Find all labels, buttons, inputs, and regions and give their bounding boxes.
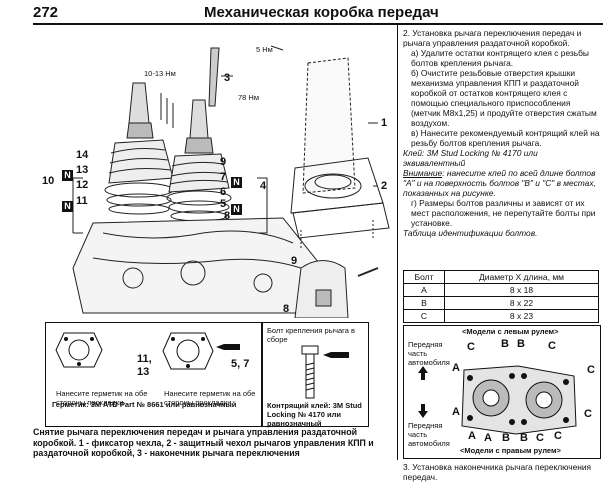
n-badge: N	[62, 165, 73, 183]
callout-8-detail: 8	[283, 303, 290, 315]
table-cell-size: 8 x 22	[444, 296, 599, 310]
warning: Внимание: нанесите клей по всей длине бо…	[403, 168, 601, 198]
warning-body: : нанесите клей по всей длине болтов "А"…	[403, 168, 596, 198]
bolt-letter: A	[452, 362, 460, 374]
figure-caption: Снятие рычага переключения передач и рыч…	[33, 427, 374, 458]
bolt-letter: B	[520, 432, 528, 444]
step-2b: б) Очистите резьбовые отверстия крышки м…	[411, 68, 597, 128]
gasket-sealant-spec: Герметик: 3M ATD Part № 8661 или равнозн…	[52, 400, 237, 409]
callout-11-inset: 11,	[137, 353, 152, 365]
gasket-inset: 11, 13 5, 7 Нанесите герметик на обе сто…	[45, 322, 262, 427]
bolt-table: Болт Диаметр X длина, мм A 8 x 18 B 8 x …	[403, 270, 599, 323]
column-divider	[397, 24, 398, 460]
table-cell-size: 8 x 23	[444, 309, 599, 323]
front-label-bottom: Передняя часть автомобиля	[408, 421, 450, 448]
gasket-left-icon	[55, 332, 103, 368]
callout-12: 12	[76, 179, 89, 191]
bolt-location-figure: <Модели с левым рулем> Передняя часть ав…	[403, 325, 601, 459]
bolt-letter: A	[484, 432, 492, 444]
bolt-letter: C	[584, 408, 592, 420]
step-2a: а) Удалите остатки контрящего клея с рез…	[411, 48, 589, 68]
sealant-tube-icon	[216, 344, 240, 350]
table-cell-bolt: B	[403, 296, 445, 310]
lhd-label: <Модели с левым рулем>	[462, 327, 559, 336]
bolt-label: Болт крепления рычага в сборе	[267, 326, 355, 344]
bolt-letter: A	[468, 430, 476, 442]
table-header-row: Болт Диаметр X длина, мм	[403, 270, 599, 284]
callout-8: 8	[224, 210, 231, 222]
table-row: A 8 x 18	[403, 283, 599, 297]
table-cell-size: 8 x 18	[444, 283, 599, 297]
rhd-label: <Модели с правым рулем>	[460, 446, 561, 455]
callout-5-7-inset: 5, 7	[231, 358, 250, 370]
callout-6: 6	[220, 186, 227, 198]
bolt-letter: C	[467, 341, 475, 353]
step-2v: в) Нанесите рекомендуемый контрящий клей…	[411, 128, 600, 148]
callout-13: 13	[76, 164, 89, 176]
bolt-letter: C	[548, 340, 556, 352]
step-2g: г) Размеры болтов различны и зависят от …	[411, 198, 596, 228]
n-badge: N	[231, 199, 242, 217]
bolt-icon	[301, 345, 319, 399]
right-text-block: 2. Установка рычага переключения передач…	[403, 28, 601, 238]
callout-4: 4	[260, 180, 267, 192]
arrow-down-icon	[418, 404, 428, 418]
callout-14: 14	[76, 149, 89, 161]
table-row: B 8 x 22	[403, 296, 599, 310]
bolt-letter: C	[536, 432, 544, 444]
glue-spec: Клей: 3M Stud Locking № 4170 или эквивал…	[403, 148, 538, 168]
bolt-plate-drawing	[461, 365, 577, 435]
page-title: Механическая коробка передач	[204, 4, 439, 21]
n-badge: N	[62, 196, 73, 214]
warning-head: Внимание	[403, 168, 443, 178]
gearshift-exploded-diagram	[72, 45, 390, 318]
table-cell-bolt: A	[403, 283, 445, 297]
glue-tube-icon	[323, 352, 349, 358]
bolt-letter: C	[587, 364, 595, 376]
bolt-letter: C	[554, 430, 562, 442]
bolt-glue-spec: Контрящий клей: 3M Stud Locking № 4170 и…	[267, 401, 362, 428]
header-rule	[33, 23, 603, 25]
bolt-letter: A	[452, 406, 460, 418]
page-number: 272	[33, 4, 59, 21]
gasket-note-left: Нанесите герметик на обе стороны проклад…	[56, 389, 148, 407]
bolt-letter: B	[502, 432, 510, 444]
table-header-size: Диаметр X длина, мм	[444, 270, 599, 284]
torque-label-1: 10-13 Нм	[144, 69, 176, 78]
arrow-up-icon	[418, 366, 428, 380]
callout-9: 9	[220, 156, 227, 168]
bolt-letter: B	[517, 338, 525, 350]
callout-9-detail: 9	[291, 255, 298, 267]
bolt-inset: Болт крепления рычага в сборе Контрящий …	[262, 322, 369, 428]
table-cell-bolt: C	[403, 309, 445, 323]
step-3: 3. Установка наконечника рычага переключ…	[403, 462, 592, 482]
table-title: Таблица идентификации болтов.	[403, 228, 538, 238]
step-2: 2. Установка рычага переключения передач…	[403, 28, 582, 48]
torque-label-2: 78 Нм	[238, 93, 259, 102]
table-header-bolt: Болт	[403, 270, 445, 284]
callout-11: 11	[76, 195, 88, 207]
gasket-note-right: Нанесите герметик на обе стороны проклад…	[164, 389, 256, 407]
callout-2: 2	[381, 180, 388, 192]
bolt-letter: B	[501, 338, 509, 350]
n-badge: N	[231, 172, 242, 190]
callout-1: 1	[381, 117, 388, 129]
torque-label-3: 5 Нм	[256, 45, 273, 54]
callout-7: 7	[220, 171, 227, 183]
front-label-top: Передняя часть автомобиля	[408, 340, 450, 367]
gasket-right-icon	[162, 332, 214, 370]
callout-13-inset: 13	[137, 366, 150, 378]
table-row: C 8 x 23	[403, 309, 599, 323]
callout-5: 5	[220, 198, 227, 210]
callout-3: 3	[224, 72, 231, 84]
callout-10: 10	[42, 175, 55, 187]
